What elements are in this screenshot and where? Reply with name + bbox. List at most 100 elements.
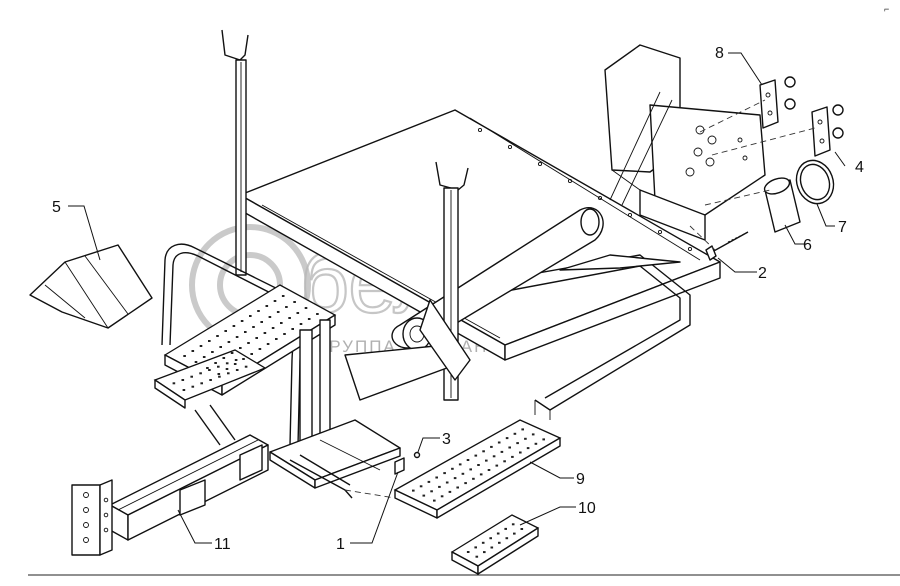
- part-2-bolt: [705, 231, 749, 261]
- grate-hole: [500, 450, 504, 453]
- grate-hole: [498, 541, 501, 544]
- callout-1: 1: [336, 536, 345, 553]
- grate-hole: [445, 481, 449, 484]
- grate-hole: [503, 460, 506, 463]
- grate-hole: [490, 445, 493, 448]
- grate-hole: [412, 489, 415, 492]
- callout-9: 9: [576, 471, 585, 488]
- callout-labels: 1 2 3 4 5 6 7 8 9 10 11: [52, 45, 864, 553]
- grate-hole: [464, 482, 467, 485]
- rear-mount-bracket: [604, 44, 766, 241]
- grate-hole: [217, 373, 221, 375]
- callout-8: 8: [715, 45, 724, 62]
- grate-hole: [244, 365, 248, 368]
- grate-hole: [218, 375, 221, 378]
- grate-hole: [487, 469, 491, 471]
- grate-hole: [283, 333, 286, 335]
- callout-7: 7: [838, 219, 847, 236]
- grate-hole: [234, 359, 238, 361]
- grate-hole: [474, 546, 477, 549]
- callout-6: 6: [803, 237, 812, 254]
- grate-hole: [208, 369, 211, 371]
- grate-hole: [181, 379, 185, 381]
- part-4-bracket: [811, 104, 844, 157]
- grate-hole: [479, 473, 483, 476]
- grate-hole: [453, 477, 457, 480]
- grate-hole: [255, 337, 258, 339]
- grate-hole: [288, 317, 291, 319]
- grate-hole: [258, 348, 262, 350]
- grate-hole: [477, 464, 480, 466]
- grate-hole: [190, 375, 193, 378]
- grate-hole: [291, 328, 294, 330]
- grate-hole: [483, 551, 486, 554]
- grate-hole: [511, 523, 515, 526]
- grate-hole: [516, 442, 519, 445]
- part-10-grate: [450, 514, 540, 575]
- grate-hole: [466, 459, 470, 461]
- grate-hole: [492, 455, 496, 458]
- grate-hole: [260, 321, 263, 323]
- grate-hole: [524, 437, 527, 440]
- grate-hole: [526, 447, 530, 450]
- grate-hole: [299, 323, 303, 325]
- callout-4: 4: [855, 159, 864, 176]
- grate-hole: [242, 358, 245, 360]
- grate-hole: [496, 532, 500, 535]
- grate-hole: [247, 342, 250, 344]
- grate-hole: [216, 335, 219, 337]
- grate-hole: [513, 532, 516, 535]
- callout-11: 11: [214, 536, 231, 553]
- grate-hole: [209, 379, 212, 381]
- grate-hole: [448, 490, 452, 493]
- grate-hole: [233, 363, 237, 365]
- grate-hole: [230, 352, 234, 354]
- grate-hole: [458, 463, 462, 466]
- grate-hole: [276, 311, 280, 313]
- grate-hole: [222, 357, 226, 359]
- grate-hole: [227, 341, 231, 343]
- grate-hole: [482, 450, 485, 453]
- grate-hole: [542, 438, 545, 441]
- grate-hole: [273, 300, 277, 302]
- part-9-grate: [393, 419, 562, 519]
- grate-hole: [271, 327, 275, 329]
- grate-hole: [199, 372, 202, 375]
- grate-hole: [275, 338, 278, 340]
- grate-hole: [244, 331, 247, 333]
- grate-hole: [474, 454, 478, 457]
- grate-hole: [280, 322, 283, 324]
- part-7-ring: [795, 159, 835, 205]
- grate-hole: [199, 345, 203, 347]
- grate-hole: [534, 442, 538, 445]
- callout-10: 10: [578, 500, 596, 517]
- grate-hole: [511, 455, 514, 458]
- grate-hole: [307, 318, 311, 320]
- grate-hole: [250, 353, 253, 355]
- grate-hole: [252, 326, 255, 328]
- grate-hole: [191, 385, 195, 388]
- grate-hole: [235, 369, 239, 371]
- callout-5: 5: [52, 199, 61, 216]
- bracket-holes: [685, 125, 748, 177]
- grate-hole: [316, 313, 319, 315]
- grate-hole: [451, 467, 454, 470]
- grate-hole: [430, 490, 433, 493]
- grate-hole: [232, 325, 236, 327]
- grate-hole: [263, 332, 267, 334]
- grate-hole: [485, 459, 488, 462]
- grate-hole: [419, 485, 423, 488]
- grate-hole: [505, 437, 509, 440]
- grate-hole: [268, 316, 272, 318]
- grate-hole: [469, 468, 472, 471]
- grate-hole: [519, 451, 522, 454]
- grate-hole: [211, 351, 214, 353]
- grate-hole: [240, 320, 244, 322]
- floor-frame: [269, 419, 401, 499]
- grate-hole: [225, 362, 229, 365]
- grate-hole: [225, 368, 229, 370]
- grate-hole: [266, 343, 270, 345]
- part-5-plate: [29, 244, 153, 329]
- grate-hole: [456, 486, 459, 489]
